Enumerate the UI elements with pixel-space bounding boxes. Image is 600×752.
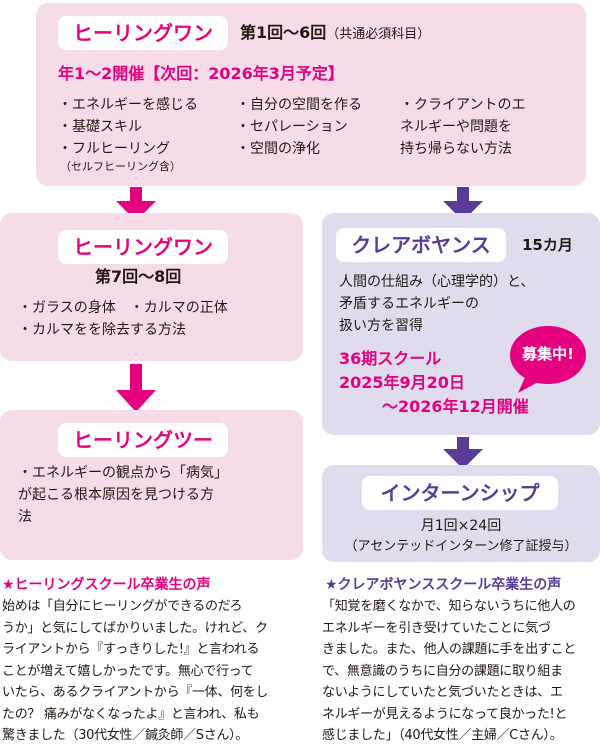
top-subtitle-note: （共通必須科目） [326, 27, 431, 42]
right2-line-0: 月1回×24回 [420, 518, 502, 534]
voice-right-line: ないようにしていたと気づいたときは、エ [322, 685, 563, 700]
left2-line-2: 法 [18, 509, 32, 525]
right1-school-2: 〜2026年12月開催 [382, 397, 529, 416]
voice-left-line: いたら、あるクライアントから『一体、何をし [2, 685, 269, 700]
arrow-down-icon [443, 437, 483, 469]
voice-right-line: で、無意識のうちに自分の課題に取り組ま [322, 663, 563, 679]
top-title: ヒーリングワン [58, 16, 228, 50]
top-col1-item-2: ・フルヒーリング [58, 141, 170, 157]
voice-left-heading: ★ヒーリングスクール卒業生の声 [2, 577, 211, 593]
top-col1-item-1: ・基礎スキル [58, 119, 142, 135]
right1-line-0: 人間の仕組み（心理学的）と、 [339, 274, 535, 290]
top-col2-item-0: ・自分の空間を作る [236, 97, 362, 113]
voice-left-line: ライアントから『すっきりした!』と言われる [2, 642, 260, 657]
top-col1-note: （セルフヒーリング含） [60, 160, 181, 173]
voice-right-heading: ★クレアボヤンススクール卒業生の声 [325, 577, 562, 593]
top-col2-item-1: ・セパレーション [236, 119, 348, 135]
arrow-down-icon [116, 187, 156, 221]
left2-line-0: ・エネルギーの観点から「病気」 [18, 465, 228, 481]
recruiting-badge-label: 募集中! [522, 345, 574, 363]
voice-left-line: 驚きました（30代女性／鍼灸師／Sさん）。 [2, 728, 248, 743]
left1-subtitle: 第7回〜8回 [95, 267, 182, 286]
voice-right-line: 感じました」（40代女性／主婦／Cさん）。 [322, 728, 563, 743]
top-col3-line-0: ・クライアントのエ [400, 97, 526, 113]
voice-right-text: 「知覚を磨くなかで、知らないうちに他人の エネルギーを引き受けていたことに気づ … [322, 596, 600, 747]
right1-school-0: 36期スクール [339, 349, 442, 368]
arrow-down-icon [116, 364, 156, 412]
voice-left-line: 始めは「自分にヒーリングができるのだろ [2, 599, 243, 614]
left2-title: ヒーリングツー [58, 423, 228, 457]
voice-left-text: 始めは「自分にヒーリングができるのだろ うか」と気にしてばかりいました。けれど、… [2, 596, 298, 747]
right1-line-2: 扱い方を習得 [339, 318, 423, 334]
voice-right-line: エネルギーを引き受けていたことに気づ [322, 620, 551, 636]
voice-right-line: きました。また、他人の課題に手を出すこと [322, 642, 577, 657]
right2-title: インターンシップ [362, 476, 558, 510]
top-subtitle: 第1回〜6回（共通必須科目） [240, 23, 431, 42]
top-col2-item-2: ・空間の浄化 [236, 141, 320, 157]
right1-duration: 15カ月 [522, 236, 573, 254]
right2-line-1: （アセンテッドインターン修了証授与） [344, 539, 578, 554]
voice-left-line: たの？ 痛みがなくなったよ』と言われ、私も [2, 706, 260, 722]
top-col3-line-2: 持ち帰らない方法 [400, 141, 512, 157]
right1-title: クレアボヤンス [336, 228, 506, 262]
right1-line-1: 矛盾するエネルギーの [339, 296, 479, 312]
voice-right-line: 「知覚を磨くなかで、知らないうちに他人の [322, 599, 576, 614]
left1-line-1: ・カルマをを除去する方法 [18, 322, 186, 338]
voice-left-line: うか」と気にしてばかりいました。けれど、ク [2, 620, 268, 636]
left1-title: ヒーリングワン [58, 230, 228, 264]
arrow-down-icon [443, 187, 483, 221]
right1-school-1: 2025年9月20日 [339, 373, 465, 392]
voice-right-line: ネルギーが見えるようになって良かった!と [322, 706, 568, 722]
left2-line-1: が起こる根本原因を見つける方 [18, 487, 214, 503]
top-col3-line-1: ネルギーや問題を [400, 119, 512, 135]
top-schedule: 年1〜2開催【次回：2026年3月予定】 [58, 64, 344, 83]
voice-left-line: ことが増えて嬉しかったです。無心で行って [2, 663, 254, 679]
top-col1-item-0: ・エネルギーを感じる [58, 97, 198, 113]
left1-line-0: ・ガラスの身体 ・カルマの正体 [18, 300, 228, 316]
recruiting-badge-bubble [510, 326, 586, 393]
